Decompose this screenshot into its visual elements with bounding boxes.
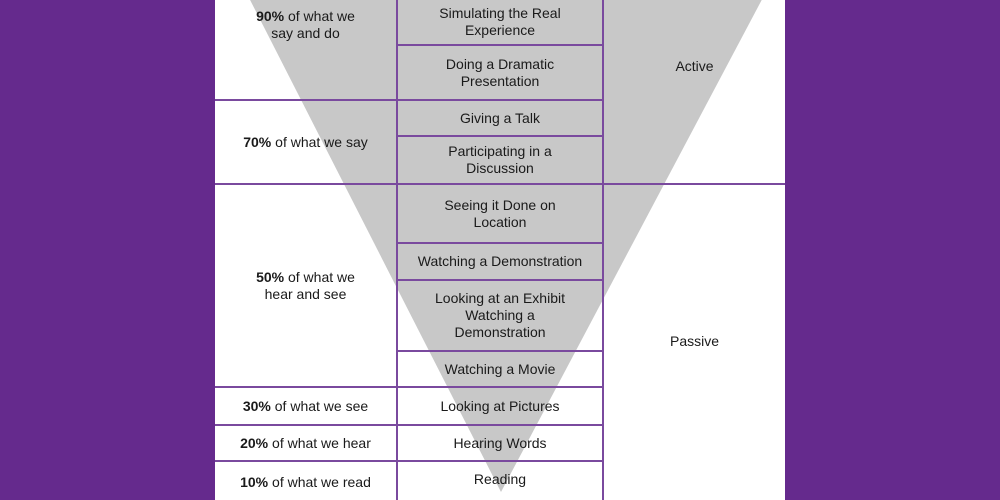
activity-divider xyxy=(396,279,604,281)
activity-divider xyxy=(396,386,604,388)
activity-hearing-words: Hearing Words xyxy=(398,426,602,460)
mode-active-label: Active xyxy=(604,0,785,133)
mode-text: Passive xyxy=(669,332,720,349)
activity-text: Watching a Demonstration xyxy=(417,253,583,269)
activity-divider xyxy=(396,44,604,46)
activity-text: Seeing it Done on xyxy=(444,196,556,213)
activity-text: Watching a xyxy=(465,307,535,323)
retention-divider xyxy=(215,424,398,426)
retention-text: of what we xyxy=(284,268,355,285)
activity-text: Watching a Movie xyxy=(444,360,556,377)
retention-label-20: 20% of what we hear xyxy=(215,426,396,460)
mode-divider xyxy=(602,183,785,185)
activity-pictures: Looking at Pictures xyxy=(398,388,602,424)
retention-percent: 70% xyxy=(243,133,272,150)
retention-text: of what we say xyxy=(271,133,368,150)
retention-text: say and do xyxy=(271,25,340,41)
activity-text: Doing a Dramatic xyxy=(445,55,555,72)
activity-text: Looking at Pictures xyxy=(440,397,560,414)
retention-percent: 30% xyxy=(242,397,271,414)
retention-divider xyxy=(215,460,398,462)
retention-divider xyxy=(215,183,398,185)
retention-divider xyxy=(215,99,398,101)
activity-text: Hearing Words xyxy=(453,434,547,451)
activity-text: Giving a Talk xyxy=(460,109,540,126)
retention-percent: 90% xyxy=(256,8,285,24)
mode-text: Active xyxy=(675,58,714,74)
retention-label-70: 70% of what we say xyxy=(215,101,396,183)
activity-text: Looking at an Exhibit xyxy=(435,290,565,306)
activity-divider xyxy=(396,135,604,137)
retention-divider xyxy=(215,386,398,388)
retention-percent: 20% xyxy=(240,434,269,451)
activity-watching-movie: Watching a Movie xyxy=(398,352,602,386)
column-divider-right xyxy=(602,0,604,500)
retention-text: of what we see xyxy=(270,397,369,414)
retention-text: of what we hear xyxy=(268,434,371,451)
activity-reading: Reading xyxy=(398,462,602,496)
retention-label-30: 30% of what we see xyxy=(215,388,396,424)
column-divider-left xyxy=(396,0,398,500)
activity-text: Presentation xyxy=(460,72,540,89)
activity-text: Experience xyxy=(464,22,536,38)
activity-text: Participating in a xyxy=(448,143,552,159)
mode-passive-label: Passive xyxy=(604,185,785,497)
activity-divider xyxy=(396,242,604,244)
activity-divider xyxy=(396,460,604,462)
activity-text: Simulating the Real xyxy=(439,5,561,21)
activity-watching-demonstration: Watching a Demonstration xyxy=(398,244,602,279)
activity-divider xyxy=(396,350,604,352)
activity-divider xyxy=(396,424,604,426)
retention-percent: 50% xyxy=(256,268,285,285)
activity-divider xyxy=(396,99,604,101)
retention-text: hear and see xyxy=(264,285,347,302)
retention-text: of what we read xyxy=(268,473,371,490)
retention-percent: 10% xyxy=(240,473,269,490)
activity-divider xyxy=(396,183,604,185)
activity-giving-talk: Giving a Talk xyxy=(398,101,602,135)
activity-text: Location xyxy=(473,213,527,230)
activity-text: Discussion xyxy=(466,160,534,176)
retention-text: of what we xyxy=(284,8,355,24)
retention-label-10: 10% of what we read xyxy=(215,462,396,500)
activity-text: Demonstration xyxy=(454,324,546,340)
activity-text: Reading xyxy=(473,470,527,487)
